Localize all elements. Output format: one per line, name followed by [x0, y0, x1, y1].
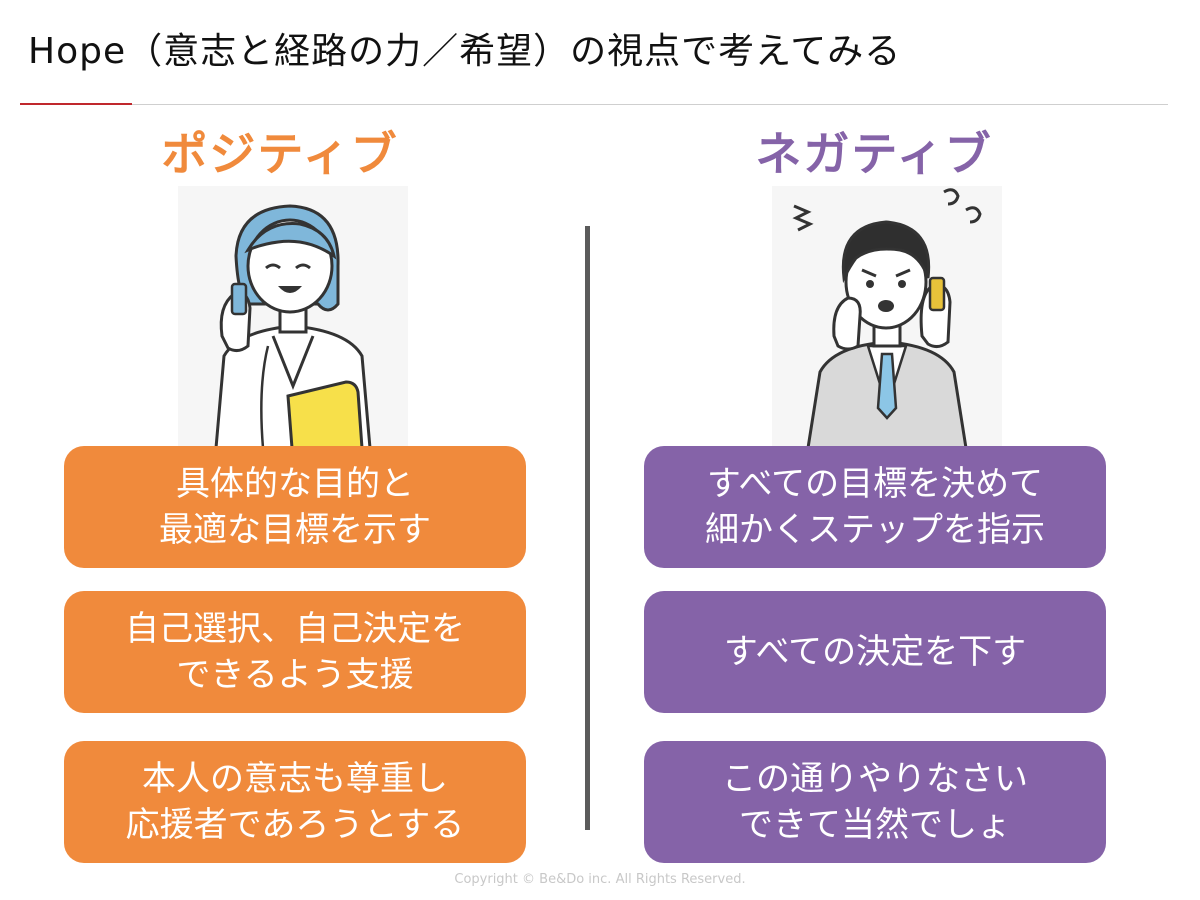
positive-point-1-line-2: 最適な目標を示す — [159, 510, 431, 550]
positive-person-illustration — [178, 186, 408, 450]
page-title: Hope（意志と経路の力／希望）の視点で考えてみる — [28, 31, 902, 72]
negative-point-1-line-1: すべての目標を決めて — [706, 464, 1044, 504]
positive-point-3: 本人の意志も尊重し 応援者であろうとする — [64, 741, 526, 863]
positive-point-1-line-1: 具体的な目的と — [176, 464, 414, 504]
negative-point-1-line-2: 細かくステップを指示 — [705, 510, 1045, 550]
negative-point-1: すべての目標を決めて 細かくステップを指示 — [644, 446, 1106, 568]
positive-point-2: 自己選択、自己決定を できるよう支援 — [64, 591, 526, 713]
positive-point-3-line-2: 応援者であろうとする — [125, 805, 465, 845]
title-accent-line — [20, 103, 132, 105]
negative-point-2-line-1: すべての決定を下す — [723, 632, 1027, 672]
column-divider — [585, 226, 590, 830]
copyright-notice: Copyright © Be&Do inc. All Rights Reserv… — [454, 872, 746, 887]
positive-point-1: 具体的な目的と 最適な目標を示す — [64, 446, 526, 568]
negative-point-2: すべての決定を下す — [644, 591, 1106, 713]
positive-heading: ポジティブ — [161, 127, 399, 181]
positive-point-3-line-1: 本人の意志も尊重し — [142, 759, 448, 799]
title-divider — [20, 104, 1168, 105]
negative-point-3: この通りやりなさい できて当然でしょ — [644, 741, 1106, 863]
negative-heading: ネガティブ — [755, 127, 993, 181]
positive-point-2-line-1: 自己選択、自己決定を — [125, 609, 465, 649]
negative-person-illustration — [772, 186, 1002, 450]
negative-point-3-line-2: できて当然でしょ — [739, 805, 1011, 845]
positive-point-2-line-2: できるよう支援 — [176, 655, 414, 695]
negative-point-3-line-1: この通りやりなさい — [722, 759, 1028, 799]
